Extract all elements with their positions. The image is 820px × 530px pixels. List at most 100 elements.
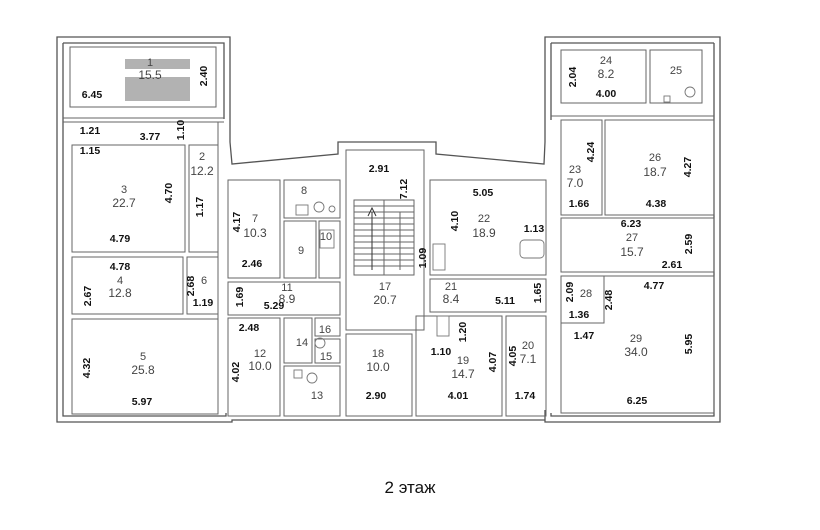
dimension: 4.00 [596, 88, 617, 100]
inner-walls [63, 46, 715, 417]
dimension: 2.09 [564, 282, 576, 303]
dimension: 1.47 [574, 330, 595, 342]
room-number: 27 [626, 232, 638, 244]
room-area: 12.8 [108, 286, 132, 300]
dimension: 2.40 [198, 66, 210, 87]
dimension: 4.70 [163, 183, 175, 204]
room-area: 15.5 [138, 68, 162, 82]
dimension: 4.07 [487, 352, 499, 373]
outer-walls [56, 36, 721, 423]
dimension: 2.46 [242, 258, 263, 270]
dimension: 3.77 [140, 131, 161, 143]
room-number: 29 [630, 333, 642, 345]
dimension: 4.10 [449, 211, 461, 232]
room-number: 11 [281, 282, 292, 294]
dimension: 1.09 [417, 248, 429, 269]
room-number: 20 [522, 340, 534, 352]
room-number: 2 [199, 151, 205, 163]
room-area: 18.9 [472, 226, 496, 240]
dimension: 4.38 [646, 198, 667, 210]
room-area: 8.9 [279, 292, 296, 306]
room-number: 12 [254, 348, 266, 360]
dimension: 2.48 [239, 322, 260, 334]
dimension-labels: 6.45 2.40 1.21 3.77 1.10 1.15 4.70 1.17 … [80, 66, 695, 408]
room-area: 10.3 [243, 226, 267, 240]
dimension: 2.59 [683, 234, 695, 255]
room-number: 23 [569, 164, 581, 176]
dimension: 5.29 [264, 300, 285, 312]
dimension: 2.91 [369, 163, 390, 175]
dimension: 4.05 [507, 346, 519, 367]
room-area: 18.7 [643, 165, 667, 179]
dimension: 1.19 [193, 297, 214, 309]
room-number: 3 [121, 184, 127, 196]
dimension: 5.05 [473, 187, 494, 199]
dimension: 7.12 [398, 179, 410, 200]
room-number: 5 [140, 351, 146, 363]
dimension: 1.15 [80, 145, 101, 157]
room-area: 10.0 [366, 360, 390, 374]
dimension: 1.10 [431, 346, 452, 358]
room-number: 4 [117, 275, 123, 287]
room-number: 15 [320, 351, 332, 363]
room-area: 7.1 [520, 352, 537, 366]
dimension: 6.45 [82, 89, 103, 101]
room-number: 19 [457, 355, 469, 367]
dimension: 1.74 [515, 390, 536, 402]
room-number: 28 [580, 288, 592, 300]
room-labels: 1 15.5 2 12.2 3 22.7 4 12.8 5 25.8 6 7 1… [108, 55, 682, 402]
dimension: 4.27 [682, 157, 694, 178]
dimension: 1.36 [569, 309, 590, 321]
dimension: 2.68 [185, 276, 197, 297]
room-number: 25 [670, 65, 682, 77]
dimension: 5.11 [495, 295, 515, 307]
dimension: 4.01 [448, 390, 469, 402]
dimension: 2.90 [366, 390, 387, 402]
dimension: 4.24 [585, 142, 597, 163]
dimension: 5.95 [683, 334, 695, 355]
room-number: 26 [649, 152, 661, 164]
room-area: 25.8 [131, 363, 155, 377]
room-area: 14.7 [451, 367, 475, 381]
dimension: 4.79 [110, 233, 131, 245]
dimension: 4.02 [230, 362, 242, 383]
dimension: 1.21 [80, 125, 101, 137]
dimension: 6.23 [621, 218, 642, 230]
sanitary-fixtures [293, 86, 696, 384]
room-area: 15.7 [620, 245, 644, 259]
room-number: 18 [372, 348, 384, 360]
dimension: 1.65 [532, 283, 544, 304]
dimension: 6.25 [627, 395, 648, 407]
room-number: 24 [600, 55, 612, 67]
dimension: 2.04 [567, 67, 579, 88]
room-number: 22 [478, 213, 490, 225]
dimension: 4.77 [644, 280, 665, 292]
room-area: 34.0 [624, 345, 648, 359]
room-number: 1 [147, 57, 153, 69]
room-number: 16 [319, 324, 331, 336]
room-number: 9 [298, 245, 304, 257]
room-number: 13 [311, 390, 323, 402]
dimension: 1.17 [194, 197, 206, 218]
dimension: 1.66 [569, 198, 590, 210]
floor-label: 2 этаж [384, 478, 436, 497]
room-number: 14 [296, 337, 308, 349]
dimension: 1.10 [175, 120, 187, 141]
room-area: 20.7 [373, 293, 397, 307]
dimension: 4.17 [231, 212, 243, 233]
room-number: 10 [320, 231, 332, 243]
room-number: 21 [445, 281, 457, 293]
dimension: 5.97 [132, 396, 153, 408]
dimension: 2.48 [603, 290, 615, 311]
room-area: 8.2 [598, 67, 615, 81]
dimension: 4.78 [110, 261, 131, 273]
dimension: 2.61 [662, 259, 683, 271]
dimension: 1.69 [234, 287, 246, 308]
room-number: 17 [379, 281, 391, 293]
room-number: 6 [201, 275, 207, 287]
room-area: 12.2 [190, 164, 214, 178]
room-area: 22.7 [112, 196, 136, 210]
room-number: 7 [252, 213, 258, 225]
room-area: 10.0 [248, 359, 272, 373]
